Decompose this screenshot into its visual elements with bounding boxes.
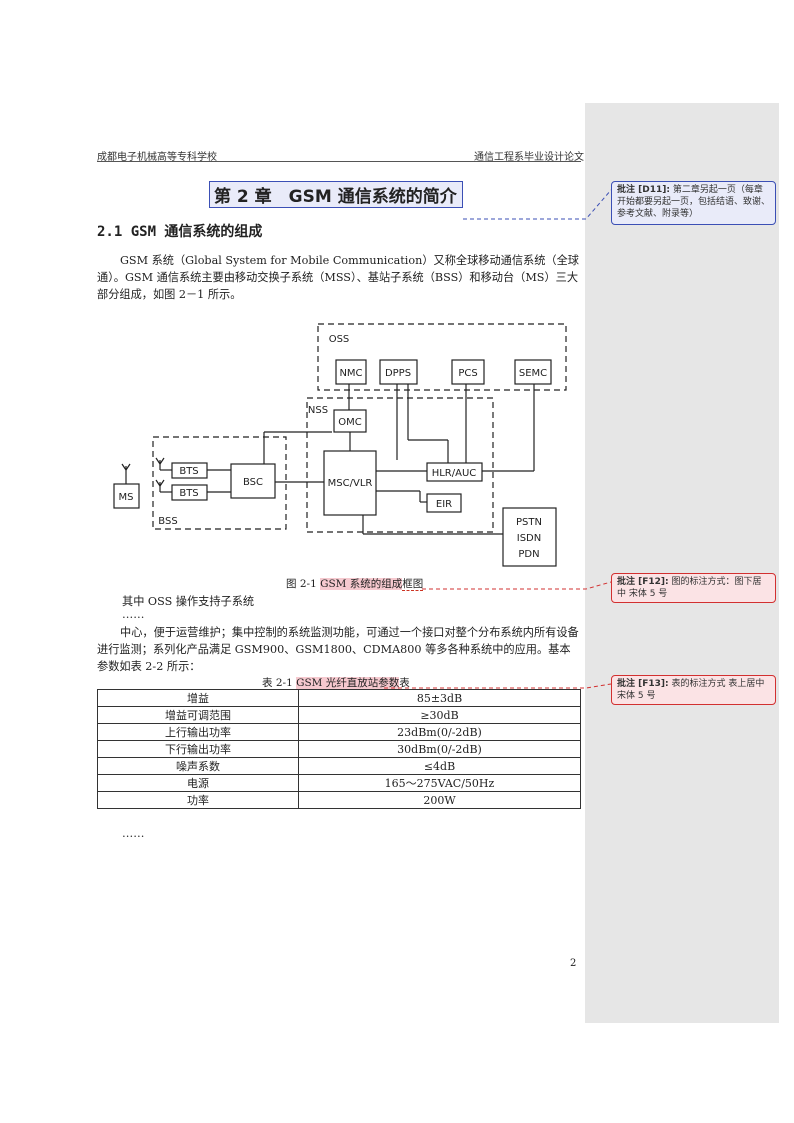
center-paragraph: 中心，便于运营维护；集中控制的系统监测功能，可通过一个接口对整个分布系统内所有设… [97,626,579,673]
header-left: 成都电子机械高等专科学校 [97,152,217,163]
pstn-label: PSTN [516,517,542,528]
bts-label-1: BTS [179,466,198,477]
header-divider [97,161,581,162]
eir-box [426,493,462,513]
chapter-title[interactable]: 第 2 章 GSM 通信系统的简介 [209,181,463,208]
comment-f13[interactable]: 批注 [F13]: 表的标注方式 表上居中 宋体 5 号 [611,675,776,705]
oss-region [317,323,567,391]
intro-paragraph: GSM 系统（Global System for Mobile Communic… [97,254,579,301]
table-caption: 表 2-1 GSM 光纤直放站参数表 [262,677,410,690]
oss-description: 其中 OSS 操作支持子系统 [122,595,255,608]
dpps-box [379,359,418,385]
bsc-label: BSC [243,477,263,488]
page-number: 2 [570,958,577,969]
comment-f12[interactable]: 批注 [F12]: 图的标注方式：图下居中 宋体 5 号 [611,573,776,603]
nss-label: NSS [308,405,328,416]
oss-label: OSS [329,334,350,345]
dpps-label: DPPS [385,368,411,379]
eir-label: EIR [436,499,452,510]
table-row: 噪声系数≤4dB [97,757,581,775]
omc-label: OMC [338,417,361,428]
bss-label: BSS [158,516,177,527]
nss-region [306,397,494,533]
gsm-system-diagram: OSS NSS BSS NMC DPPS PCS SEMC OMC MSC/VL… [113,323,567,567]
figure-caption: 图 2-1 GSM 系统的组成框图 [286,578,424,591]
hlr-label: HLR/AUC [432,468,477,479]
ms-box [113,483,140,509]
pcs-box [451,359,485,385]
pcs-label: PCS [458,368,477,379]
semc-box [514,359,552,385]
msc-label: MSC/VLR [328,478,373,489]
msc-vlr-box [323,450,377,516]
omc-box [333,409,367,433]
comment-margin-pane [585,103,779,1023]
isdn-label: ISDN [517,533,541,544]
header-right: 通信工程系毕业设计论文 [474,152,584,163]
semc-label: SEMC [519,368,547,379]
ellipsis-2: …… [122,827,145,840]
nmc-box [335,359,367,385]
bts-box-1 [171,462,208,479]
ellipsis-1: …… [122,608,145,621]
pstn-box [502,507,557,567]
section-title: 2.1 GSM 通信系统的组成 [97,224,263,240]
bsc-box [230,463,276,499]
comment-d11[interactable]: 批注 [D11]: 第二章另起一页（每章开始都要另起一页，包括结语、致谢、参考文… [611,181,776,225]
bts-label-2: BTS [179,488,198,499]
bts-box-2 [171,484,208,501]
nmc-label: NMC [339,368,362,379]
bss-region [152,436,287,530]
ms-label: MS [119,492,134,503]
pdn-label: PDN [518,549,539,560]
hlr-auc-box [426,462,483,482]
table-row: 增益可调范围≥30dB [97,706,581,724]
